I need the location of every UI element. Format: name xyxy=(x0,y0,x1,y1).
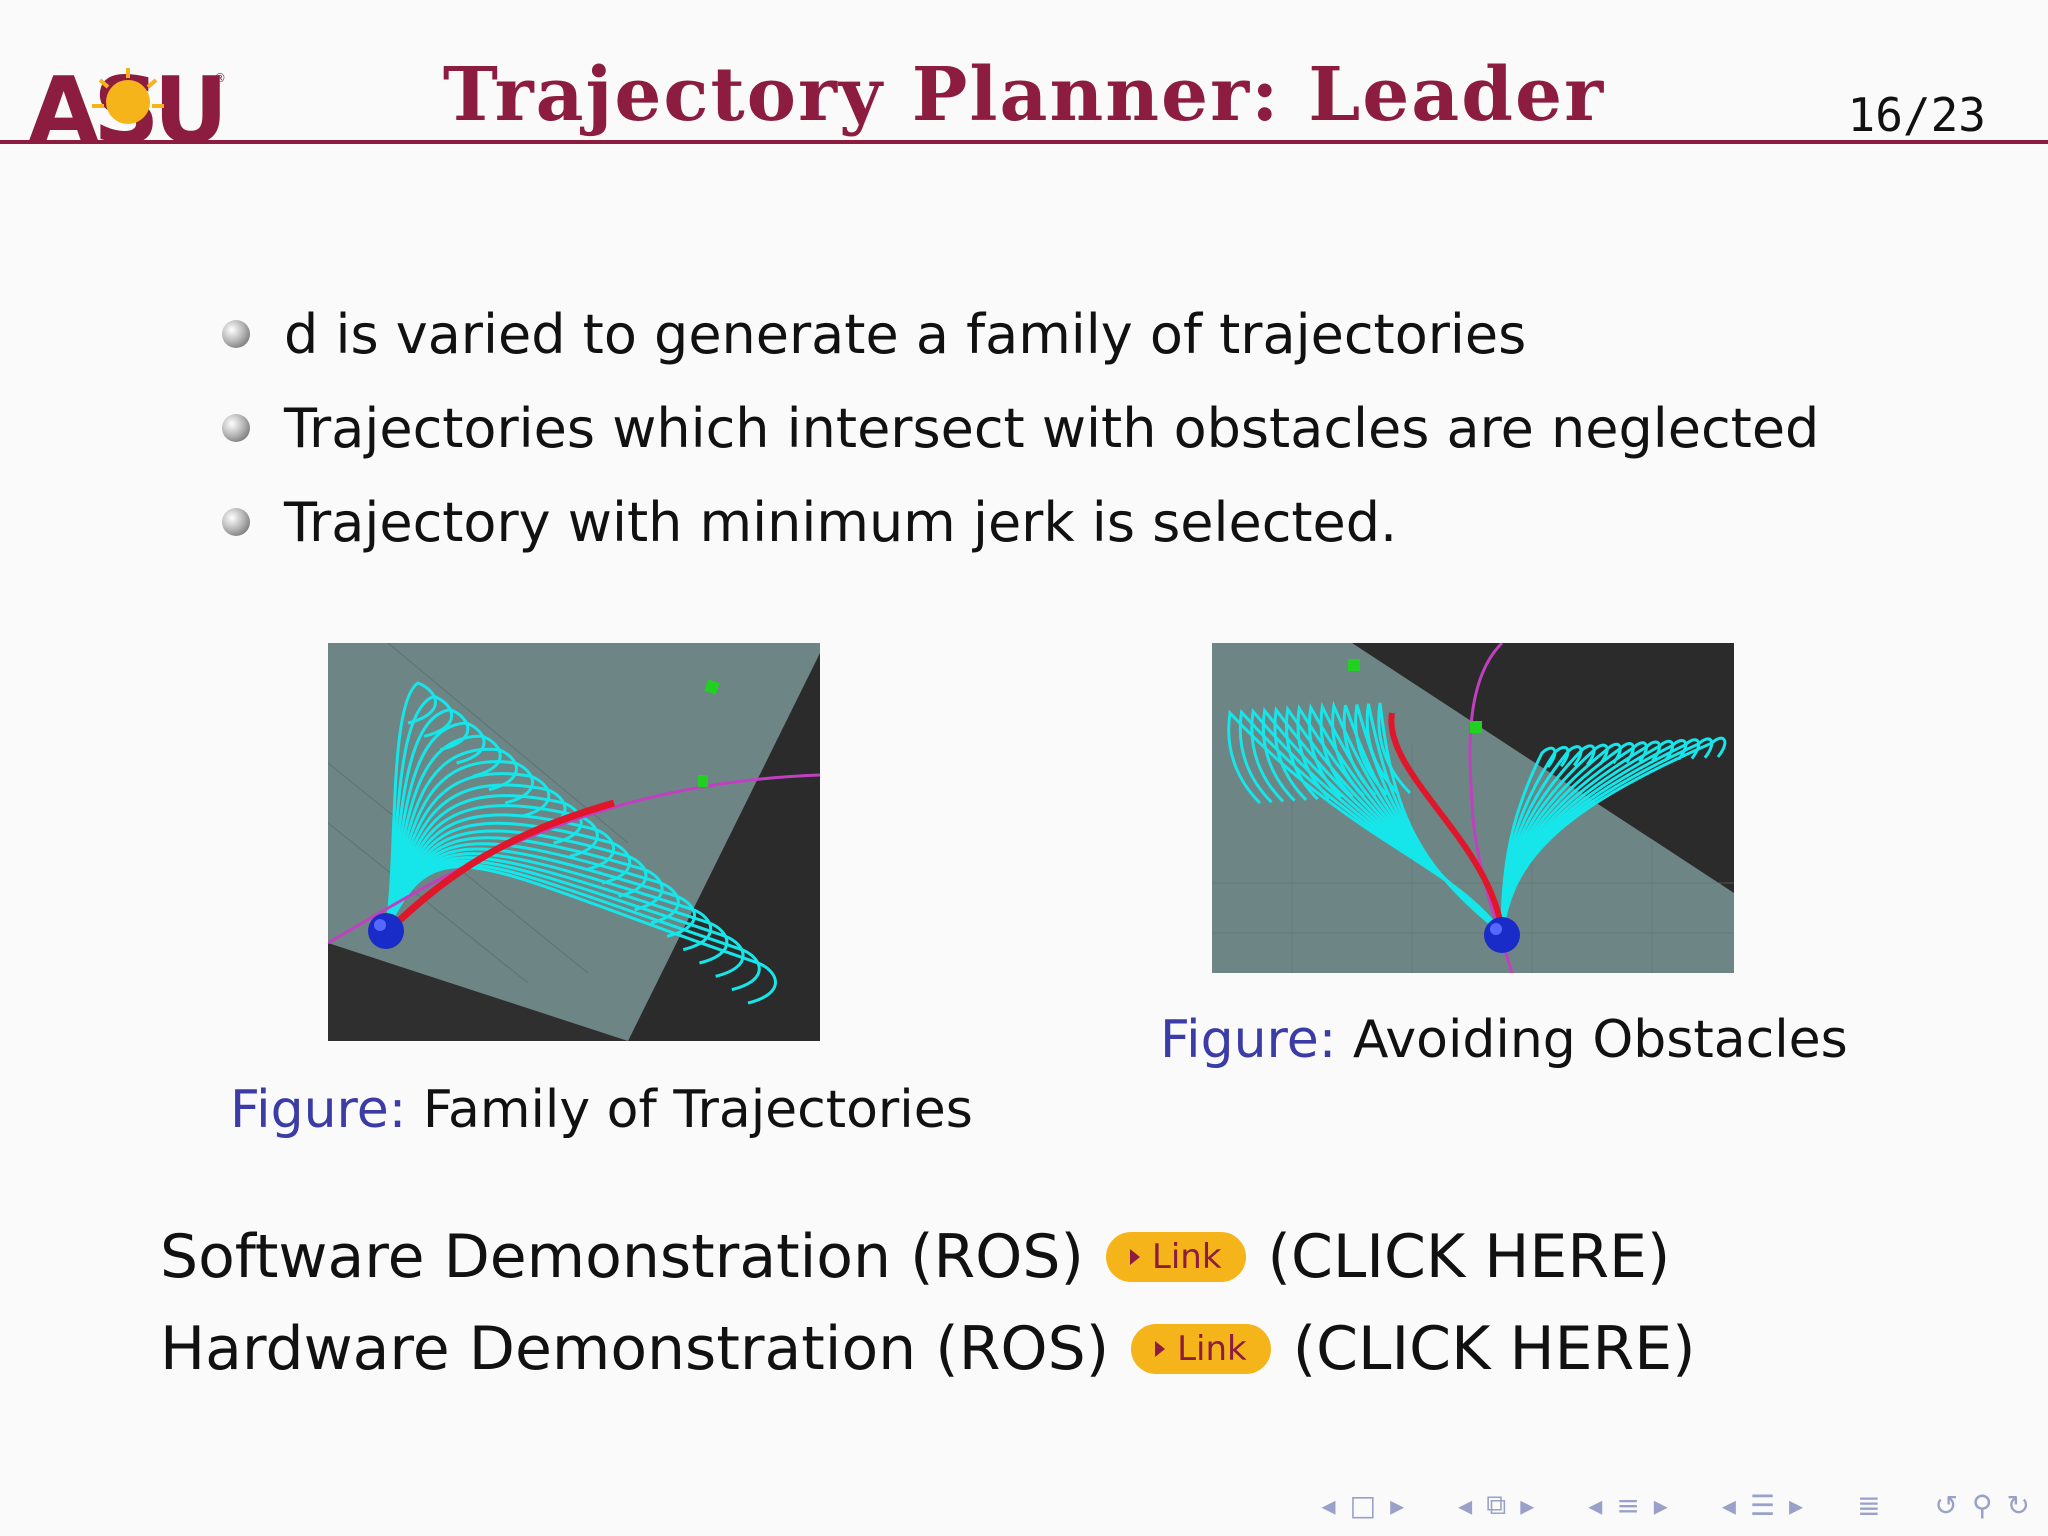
software-demo-line: Software Demonstration (ROS) Link (CLICK… xyxy=(160,1222,1670,1292)
bullet-icon xyxy=(222,320,250,348)
play-triangle-icon xyxy=(1155,1341,1166,1357)
nav-next-icon[interactable]: ▸ xyxy=(1653,1488,1668,1522)
hardware-demo-link-button[interactable]: Link xyxy=(1131,1324,1271,1374)
search-forward-icon[interactable]: ↻ xyxy=(2006,1488,2030,1522)
figure-avoiding-obstacles xyxy=(1212,643,1734,973)
figure-family-of-trajectories xyxy=(328,643,820,1041)
slide-icon[interactable]: □ xyxy=(1349,1488,1377,1522)
bullet-text: d is varied to generate a family of traj… xyxy=(284,303,1527,366)
figure-label: Figure: xyxy=(230,1080,407,1140)
click-here-text: (CLICK HERE) xyxy=(1267,1222,1671,1292)
figure-caption: Figure: Family of Trajectories xyxy=(230,1080,973,1140)
outline-icon[interactable]: ≣ xyxy=(1857,1488,1881,1522)
bullet-icon xyxy=(222,508,250,536)
bullet-icon xyxy=(222,414,250,442)
bullet-text: Trajectories which intersect with obstac… xyxy=(284,397,1820,460)
search-back-icon[interactable]: ↺ xyxy=(1934,1488,1959,1522)
nav-next-icon[interactable]: ▸ xyxy=(1520,1488,1535,1522)
hardware-demo-line: Hardware Demonstration (ROS) Link (CLICK… xyxy=(160,1314,1696,1384)
nav-next-icon[interactable]: ▸ xyxy=(1390,1488,1405,1522)
subsection-icon[interactable]: ≡ xyxy=(1616,1488,1640,1522)
click-here-text: (CLICK HERE) xyxy=(1292,1314,1696,1384)
nav-prev-icon[interactable]: ◂ xyxy=(1721,1488,1736,1522)
bullet-item: Trajectory with minimum jerk is selected… xyxy=(222,476,1819,570)
frame-icon[interactable]: ⧉ xyxy=(1486,1488,1507,1521)
figure-caption-text: Avoiding Obstacles xyxy=(1352,1010,1848,1070)
search-icon[interactable]: ⚲ xyxy=(1972,1488,1993,1522)
demo-text: Software Demonstration (ROS) xyxy=(160,1222,1084,1292)
bullet-list: d is varied to generate a family of traj… xyxy=(222,288,1819,570)
slide-title: Trajectory Planner: Leader xyxy=(442,52,1606,138)
bullet-item: d is varied to generate a family of traj… xyxy=(222,288,1819,382)
nav-prev-icon[interactable]: ◂ xyxy=(1321,1488,1336,1522)
nav-prev-icon[interactable]: ◂ xyxy=(1458,1488,1473,1522)
header-rule xyxy=(0,140,2048,144)
page-number: 16/23 xyxy=(1847,88,1986,142)
play-triangle-icon xyxy=(1129,1249,1140,1265)
figure-label: Figure: xyxy=(1160,1010,1337,1070)
figure-caption-text: Family of Trajectories xyxy=(422,1080,973,1140)
nav-prev-icon[interactable]: ◂ xyxy=(1588,1488,1603,1522)
asu-logo: ASU ® xyxy=(28,57,228,164)
link-label: Link xyxy=(1177,1329,1247,1369)
link-label: Link xyxy=(1151,1237,1222,1277)
beamer-navigation-bar: ◂ □ ▸ ◂ ⧉ ▸ ◂ ≡ ▸ ◂ ☰ ▸ ≣ ↺ ⚲ ↻ xyxy=(1318,1488,2034,1522)
nav-next-icon[interactable]: ▸ xyxy=(1789,1488,1804,1522)
figure-caption: Figure: Avoiding Obstacles xyxy=(1160,1010,1848,1070)
svg-text:®: ® xyxy=(214,71,226,85)
software-demo-link-button[interactable]: Link xyxy=(1105,1232,1246,1282)
section-icon[interactable]: ☰ xyxy=(1749,1488,1776,1522)
bullet-text: Trajectory with minimum jerk is selected… xyxy=(284,491,1398,554)
demo-text: Hardware Demonstration (ROS) xyxy=(160,1314,1110,1384)
bullet-item: Trajectories which intersect with obstac… xyxy=(222,382,1819,476)
